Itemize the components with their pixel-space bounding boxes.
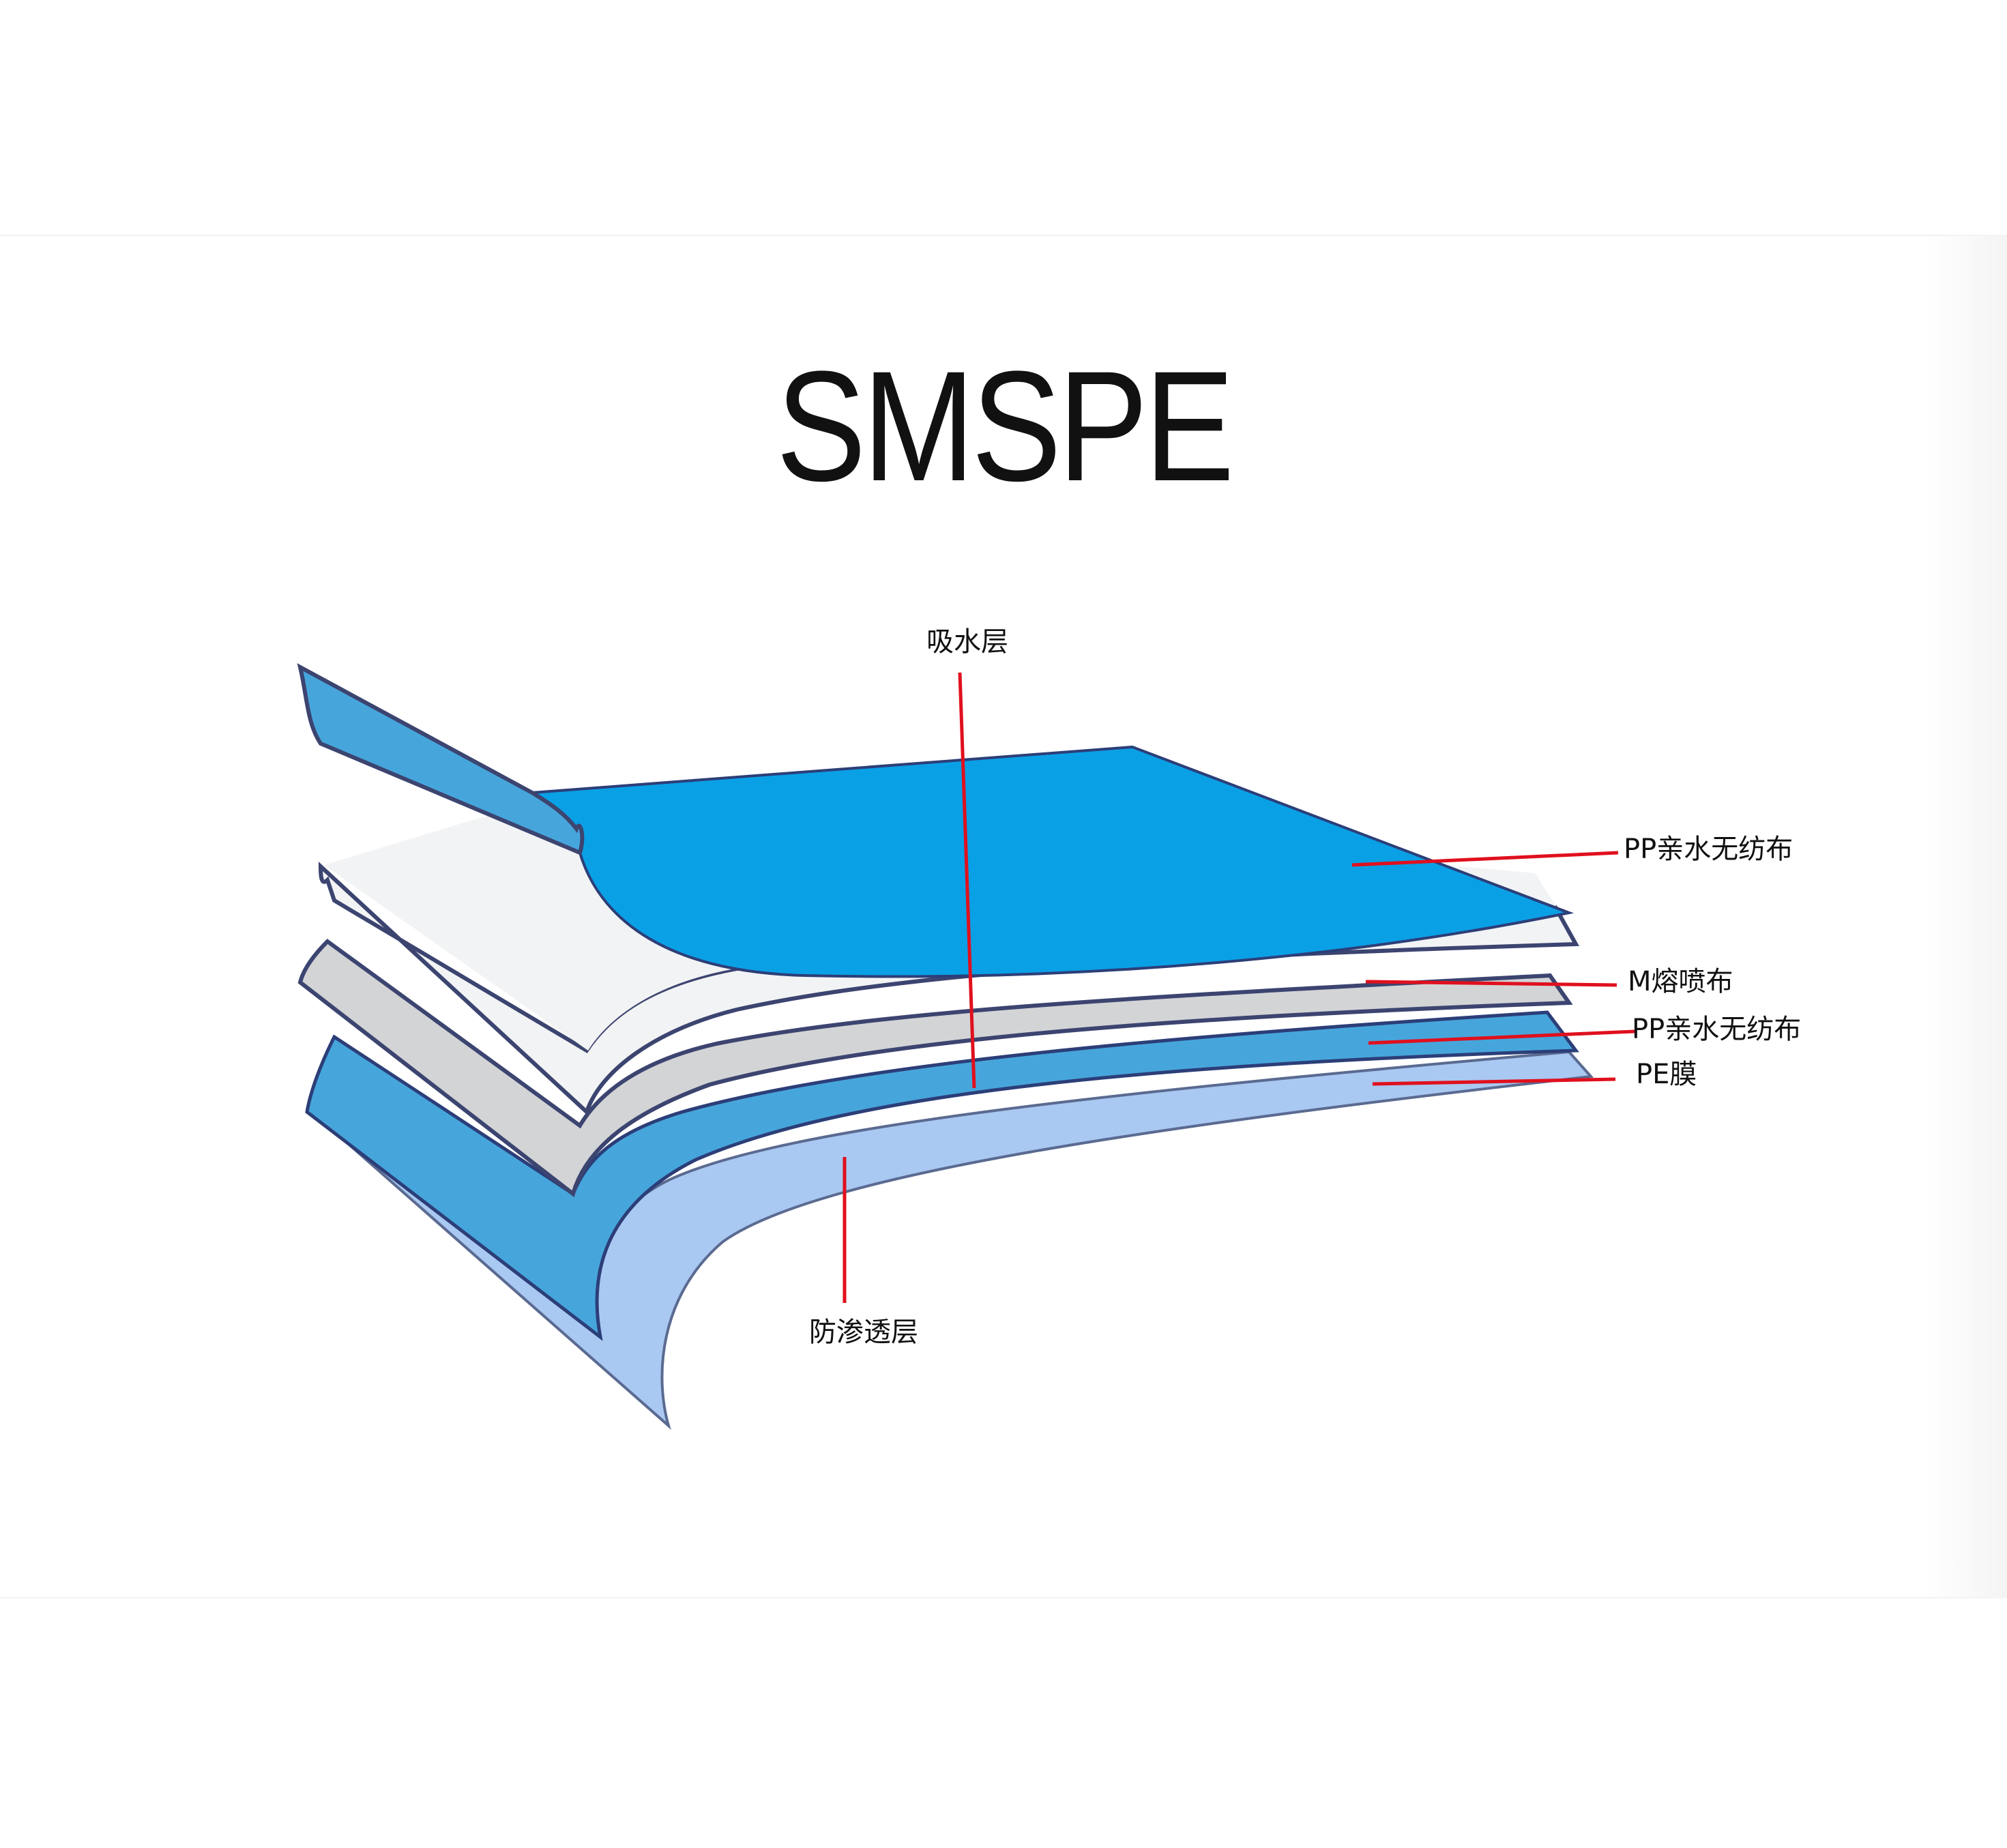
layer-pp-bottom — [305, 1010, 1579, 1341]
label-meltblown: M熔喷布 — [1628, 966, 1733, 997]
leader-pe — [1372, 1077, 1616, 1086]
label-pp-top: PP亲水无纺布 — [1624, 834, 1793, 865]
diagram-title: SMSPE — [776, 338, 1235, 514]
layer-top-flap — [297, 663, 585, 856]
leader-pp-bottom — [1368, 1029, 1635, 1045]
label-pp-bottom: PP亲水无纺布 — [1632, 1014, 1801, 1045]
label-barrier-layer: 防渗透层 — [809, 1317, 918, 1348]
leader-absorb — [958, 672, 976, 1089]
leader-pp-top — [1351, 851, 1619, 867]
label-pe-film: PE膜 — [1636, 1059, 1697, 1090]
panel-shade — [1925, 235, 2007, 1598]
label-absorb-layer: 吸水层 — [926, 626, 1008, 658]
leader-melt — [1365, 980, 1617, 987]
